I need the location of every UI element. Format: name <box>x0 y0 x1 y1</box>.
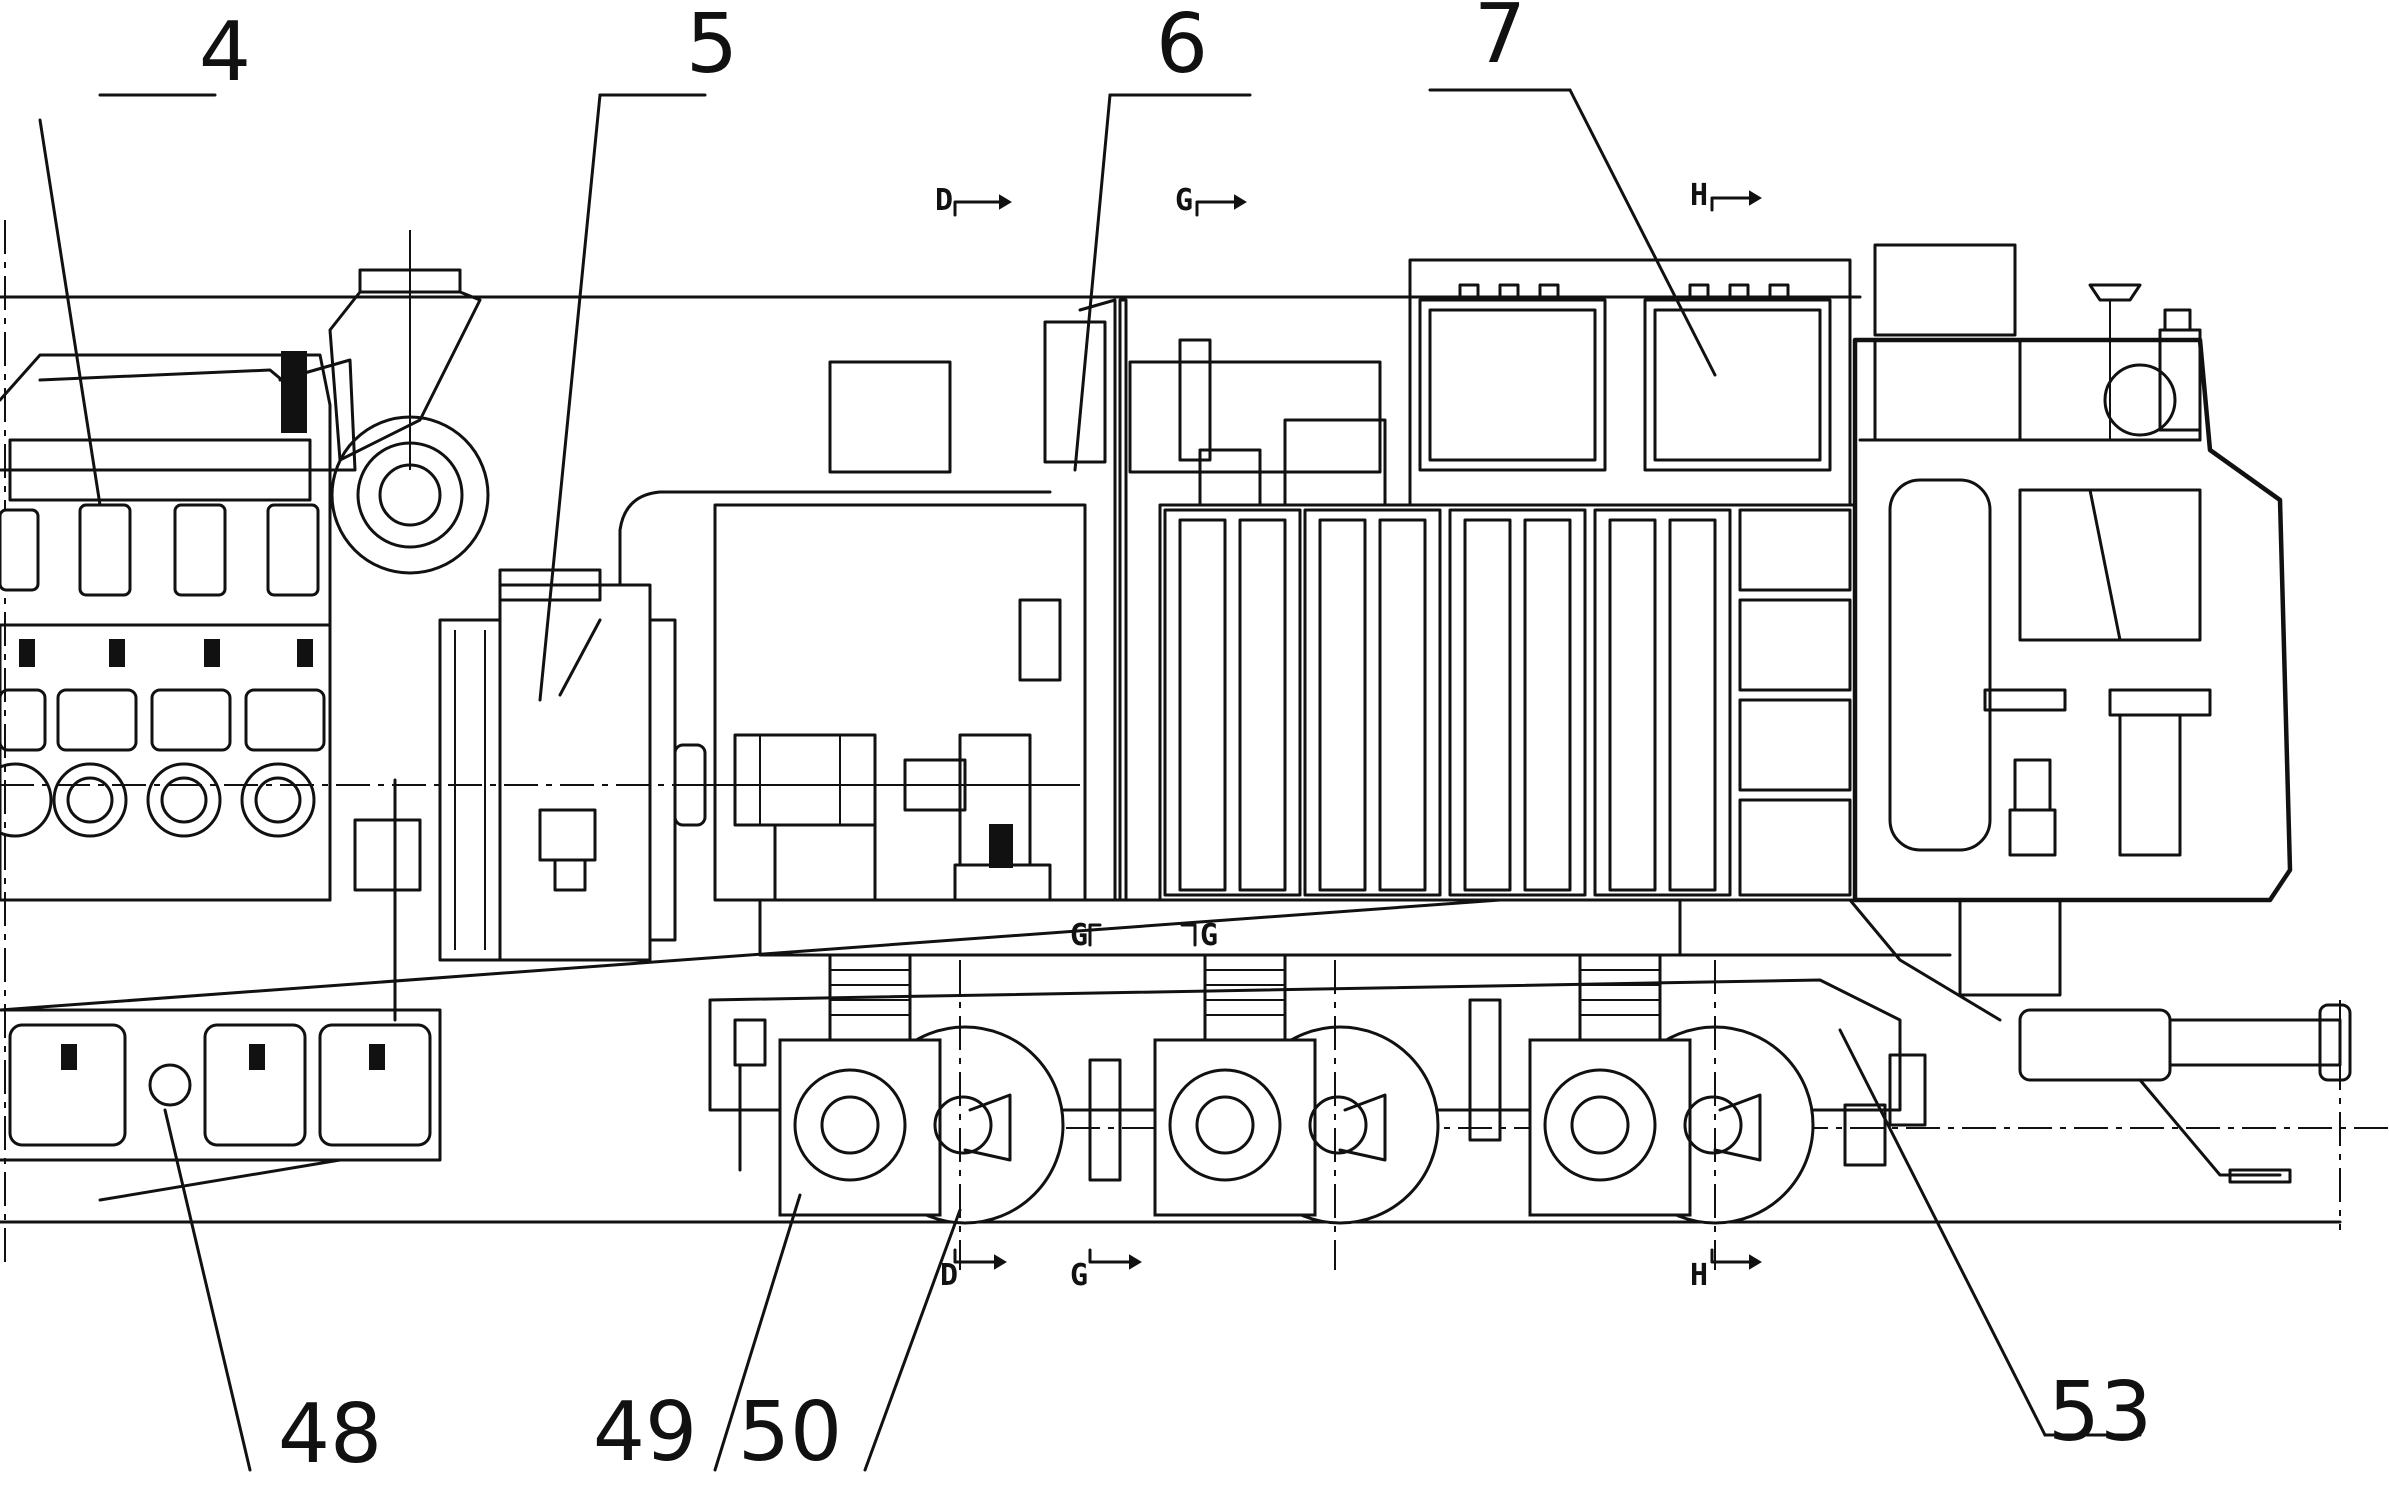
section-marks: D G H G G D G H <box>935 178 1762 1293</box>
crankcase-windows <box>0 688 326 752</box>
section-mark-g-mid-right: G <box>1200 918 1218 953</box>
label-6: 6 <box>1156 0 1208 92</box>
bogie <box>708 953 2142 1472</box>
wheelset-3 <box>1528 1025 1815 1225</box>
crank-covers <box>0 762 316 838</box>
label-50: 50 <box>738 1385 842 1480</box>
item-labels: 4 5 6 7 48 49 50 53 <box>199 0 2152 1482</box>
auxiliary-machinery <box>700 503 1087 902</box>
cylinder-heads <box>0 438 322 667</box>
wheelset-1 <box>778 1025 1065 1225</box>
label-53: 53 <box>2048 1365 2152 1460</box>
section-mark-d-top: D <box>935 183 953 218</box>
driver-cab <box>1852 243 2293 903</box>
label-7: 7 <box>1474 0 1526 82</box>
section-mark-g-bottom: G <box>1070 1258 1088 1293</box>
label-4: 4 <box>199 5 251 100</box>
label-5: 5 <box>686 0 738 92</box>
main-generator <box>353 93 1052 1022</box>
label-49: 49 <box>593 1385 697 1480</box>
section-mark-g-top: G <box>1175 183 1193 218</box>
cooling-section <box>828 88 1857 902</box>
section-mark-d-bottom: D <box>940 1258 958 1293</box>
section-mark-g-mid-left: G <box>1070 918 1088 953</box>
section-mark-h-bottom: H <box>1690 1258 1708 1293</box>
turbocharger <box>278 230 490 575</box>
wheelset-2 <box>1153 1025 1440 1225</box>
diesel-engine <box>0 93 490 902</box>
label-48: 48 <box>278 1387 382 1482</box>
underframe <box>0 898 2062 1472</box>
coupler <box>2018 1003 2352 1184</box>
section-mark-h-top: H <box>1690 178 1708 213</box>
